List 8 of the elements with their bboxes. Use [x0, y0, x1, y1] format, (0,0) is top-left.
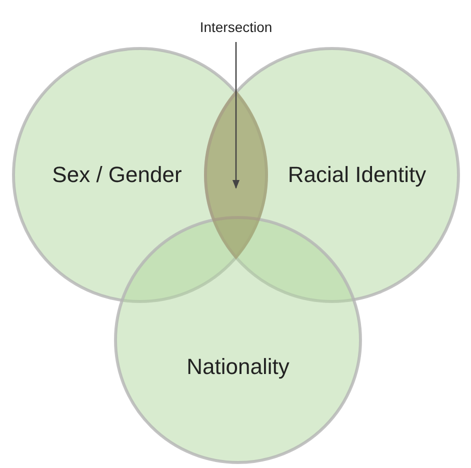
- overlap-region: [204, 90, 268, 260]
- venn-circle: [114, 216, 362, 464]
- set-label: Sex / Gender: [52, 162, 182, 188]
- set-label: Nationality: [186, 354, 290, 380]
- leader-arrow: [232, 42, 240, 189]
- set-label: Racial Identity: [288, 162, 426, 188]
- venn-circle: [204, 47, 460, 303]
- callout-label: Intersection: [194, 14, 278, 40]
